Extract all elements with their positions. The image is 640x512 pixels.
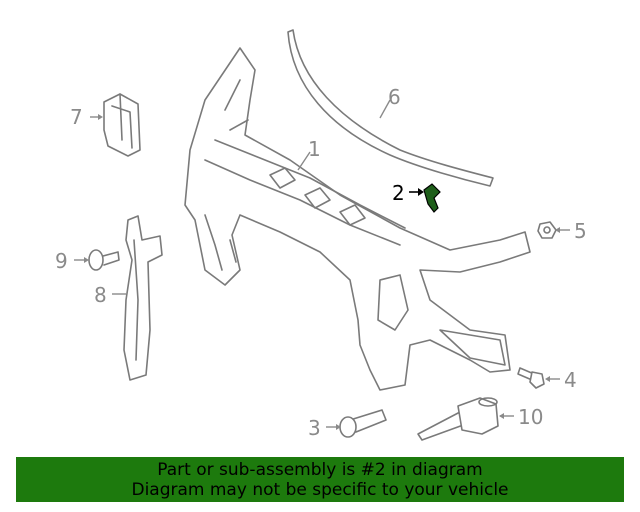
callout-3[interactable]: 3 bbox=[308, 416, 321, 440]
callout-7[interactable]: 7 bbox=[70, 105, 83, 129]
callout-9[interactable]: 9 bbox=[55, 249, 68, 273]
part-9-pin bbox=[74, 249, 120, 271]
callout-8[interactable]: 8 bbox=[94, 283, 107, 307]
callout-10[interactable]: 10 bbox=[518, 405, 543, 429]
parts-diagram: 6 1 2 7 9 8 bbox=[55, 29, 587, 441]
callout-6[interactable]: 6 bbox=[388, 85, 401, 109]
callout-5[interactable]: 5 bbox=[574, 219, 587, 243]
callout-1[interactable]: 1 bbox=[308, 137, 321, 161]
callout-2[interactable]: 2 bbox=[392, 181, 405, 205]
part-1-radiator-support bbox=[184, 47, 531, 391]
part-4-bolt bbox=[517, 367, 560, 389]
part-5-nut bbox=[537, 221, 570, 239]
banner-line-2: Diagram may not be specific to your vehi… bbox=[131, 479, 509, 500]
part-2-bolt bbox=[409, 183, 441, 213]
part-10-mount bbox=[417, 397, 514, 441]
part-3-stud bbox=[326, 409, 387, 438]
callout-4[interactable]: 4 bbox=[564, 368, 577, 392]
banner-line-1: Part or sub-assembly is #2 in diagram bbox=[157, 459, 483, 480]
part-8-side-bracket bbox=[112, 215, 163, 381]
part-6-seal bbox=[287, 29, 494, 187]
fitment-notice-banner: Part or sub-assembly is #2 in diagram Di… bbox=[16, 457, 624, 502]
part-7-bracket bbox=[90, 93, 141, 157]
